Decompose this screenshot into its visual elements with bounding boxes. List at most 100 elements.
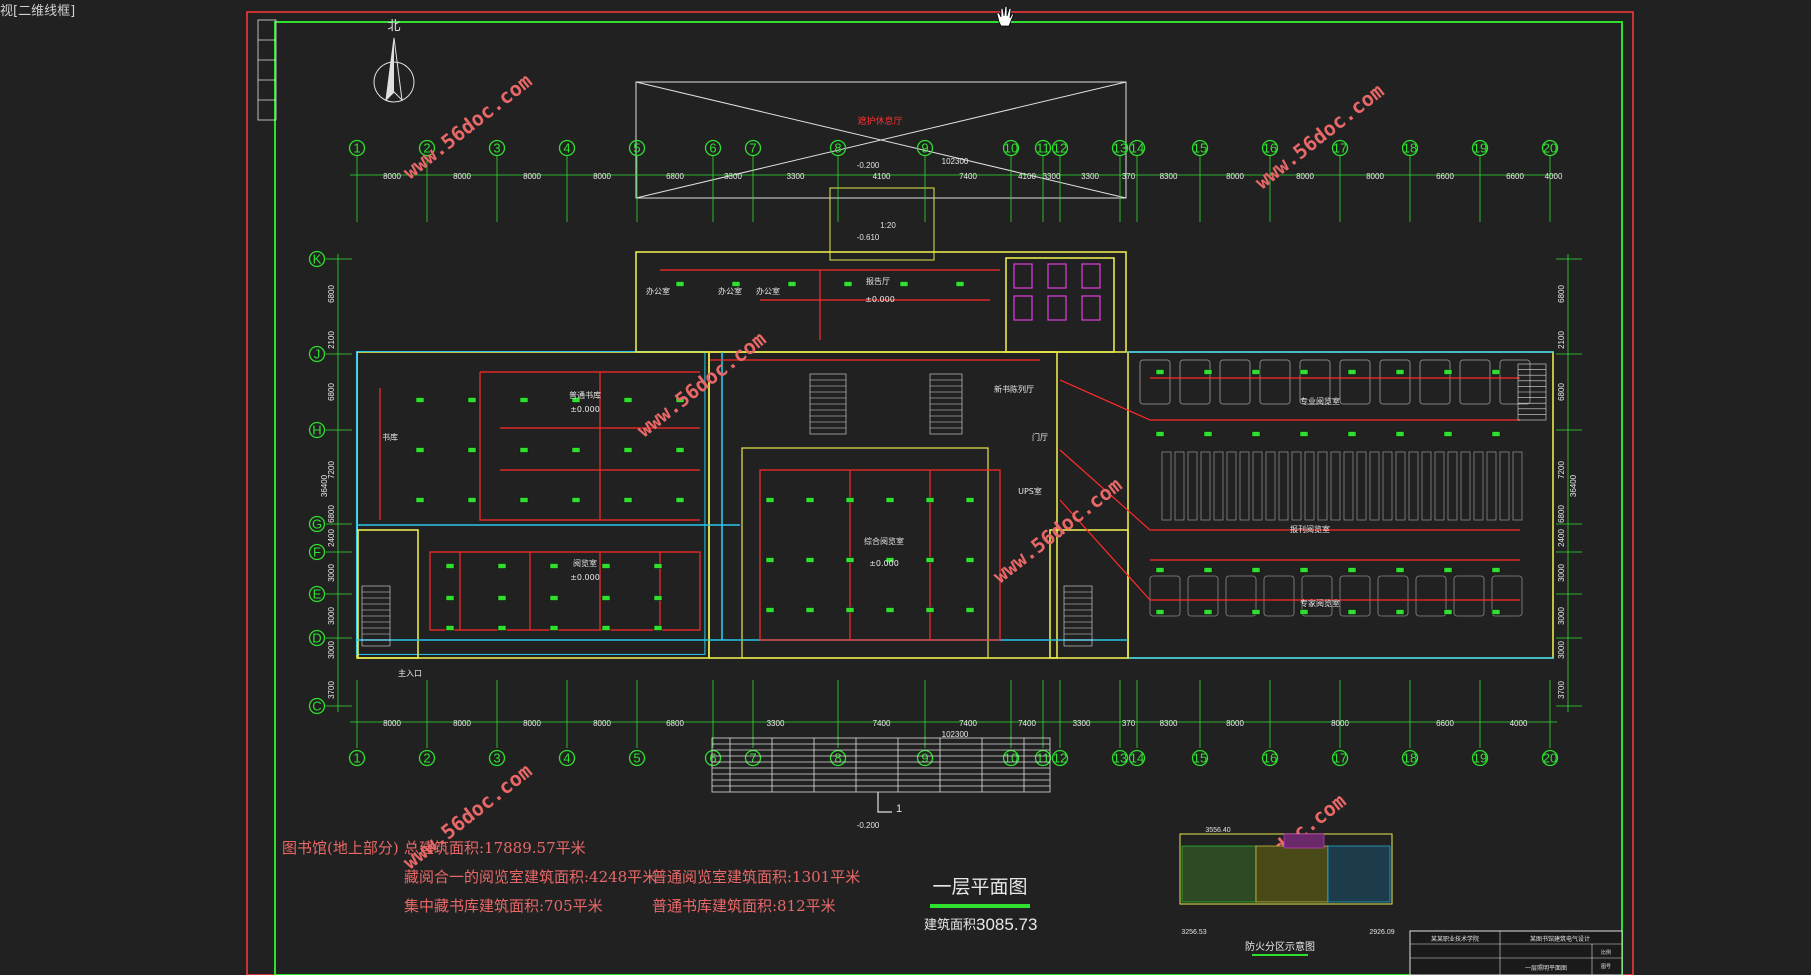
desk xyxy=(1459,359,1491,405)
light-fixture xyxy=(623,497,633,503)
dim-text: 8000 xyxy=(523,719,541,728)
room-level: ±0.000 xyxy=(570,573,600,582)
dim-text: 6800 xyxy=(1557,285,1566,303)
room-label: 专家阅览室 xyxy=(1300,598,1340,608)
axis-bubble-circle xyxy=(1191,139,1209,157)
circuit-path xyxy=(1150,559,1520,601)
axis-bubble-label: 10 xyxy=(1004,141,1018,156)
desk xyxy=(1263,575,1295,617)
dim-total: 36400 xyxy=(1569,474,1578,497)
light-fixture xyxy=(845,607,855,613)
dim-text: 3000 xyxy=(327,607,336,625)
light-fixture xyxy=(885,497,895,503)
shelf xyxy=(1447,451,1458,521)
room-label: 办公室 xyxy=(646,286,670,296)
light-fixture xyxy=(1443,609,1453,615)
light-fixture xyxy=(1251,567,1261,573)
entrance-steps xyxy=(711,737,1051,793)
axis-bubble-label: C xyxy=(312,699,321,714)
axis-bubble: K xyxy=(308,250,326,268)
axis-bubble-circle xyxy=(704,139,722,157)
section-arrow xyxy=(877,792,892,813)
shelf xyxy=(1408,451,1419,521)
axis-bubble-circle xyxy=(308,629,326,647)
overall-dim: 102300 xyxy=(942,157,969,166)
axis-bubble-circle xyxy=(1111,139,1129,157)
light-fixture xyxy=(843,281,853,287)
room-label: 专业阅览室 xyxy=(1300,396,1340,406)
light-fixture xyxy=(415,447,425,453)
dim-text: 6800 xyxy=(327,505,336,523)
desk xyxy=(1339,359,1371,405)
light-fixture xyxy=(549,625,559,631)
canopy-level: -0.200 xyxy=(857,161,880,170)
dim-text: 7200 xyxy=(1557,461,1566,479)
axis-bubble-circle xyxy=(1331,139,1349,157)
dim-text: 2100 xyxy=(327,331,336,349)
dim-text: 2400 xyxy=(1557,529,1566,547)
axis-bubble-label: 8 xyxy=(834,751,841,766)
axis-bubble-circle xyxy=(1128,749,1146,767)
plan-title: 一层平面图 xyxy=(932,876,1027,898)
light-fixture xyxy=(1155,609,1165,615)
keyplan-area-3: 2926.09 xyxy=(1369,929,1394,936)
shelf xyxy=(1499,451,1510,521)
light-fixture xyxy=(805,557,815,563)
room-label: 门厅 xyxy=(1032,432,1048,442)
dim-text: 6800 xyxy=(666,719,684,728)
north-arrow-icon: 北 xyxy=(373,19,415,103)
room-label: 阅览室 xyxy=(573,558,597,568)
axis-bubble-circle xyxy=(308,345,326,363)
light-fixture xyxy=(445,563,455,569)
axis-bubble: 18 xyxy=(1401,749,1419,767)
desk xyxy=(1259,359,1291,405)
shelf xyxy=(1304,451,1315,521)
light-fixture xyxy=(1491,431,1501,437)
axis-bubble-label: 6 xyxy=(709,751,716,766)
dim-text: 4100 xyxy=(873,172,891,181)
light-fixture xyxy=(765,497,775,503)
axis-bubble-label: K xyxy=(313,252,322,267)
light-fixture xyxy=(899,281,909,287)
shelf xyxy=(1460,451,1471,521)
desk xyxy=(1453,575,1485,617)
light-fixture xyxy=(885,557,895,563)
light-fixture xyxy=(1347,609,1357,615)
light-fixture xyxy=(1395,567,1405,573)
axis-bubble-circle xyxy=(308,585,326,603)
plan-title-underline xyxy=(930,904,1030,908)
axis-bubble: 14 xyxy=(1128,139,1146,157)
light-fixture xyxy=(1299,609,1309,615)
axis-bubble: H xyxy=(308,421,326,439)
axis-bubble-circle xyxy=(1401,749,1419,767)
light-fixture xyxy=(467,447,477,453)
dim-text: 8000 xyxy=(1366,172,1384,181)
light-fixture xyxy=(965,557,975,563)
building-walls xyxy=(355,251,1554,659)
axis-bubble-circle xyxy=(308,515,326,533)
axis-bubble-label: 7 xyxy=(749,751,756,766)
dim-text: 3300 xyxy=(787,172,805,181)
dim-text: 8000 xyxy=(1226,172,1244,181)
axis-bubble-label: 2 xyxy=(423,141,430,156)
light-fixture xyxy=(1395,369,1405,375)
light-fixture xyxy=(519,447,529,453)
axis-bubble: 3 xyxy=(488,139,506,157)
dim-text: 3000 xyxy=(1557,607,1566,625)
dim-text: 6800 xyxy=(1557,383,1566,401)
dim-text: 6800 xyxy=(327,383,336,401)
area-value: 3085.73 xyxy=(976,915,1037,934)
axis-bubble-label: 12 xyxy=(1053,141,1067,156)
dim-text: 370 xyxy=(1122,172,1136,181)
lighting-circuits xyxy=(379,269,1520,641)
dim-text: 8000 xyxy=(593,172,611,181)
axis-grid: 1122334455667788991010111112121313141415… xyxy=(308,139,1582,767)
light-fixture xyxy=(571,397,581,403)
axis-bubble-label: 15 xyxy=(1193,751,1207,766)
light-fixtures xyxy=(415,281,1501,631)
room-level: ±0.000 xyxy=(570,405,600,414)
axis-bubble-label: 5 xyxy=(633,751,640,766)
room-labels: 普通书库 ±0.000 阅览室 ±0.000 书库 办公室 办公室 办公室 报告… xyxy=(382,276,1340,678)
shelf xyxy=(1512,451,1523,521)
